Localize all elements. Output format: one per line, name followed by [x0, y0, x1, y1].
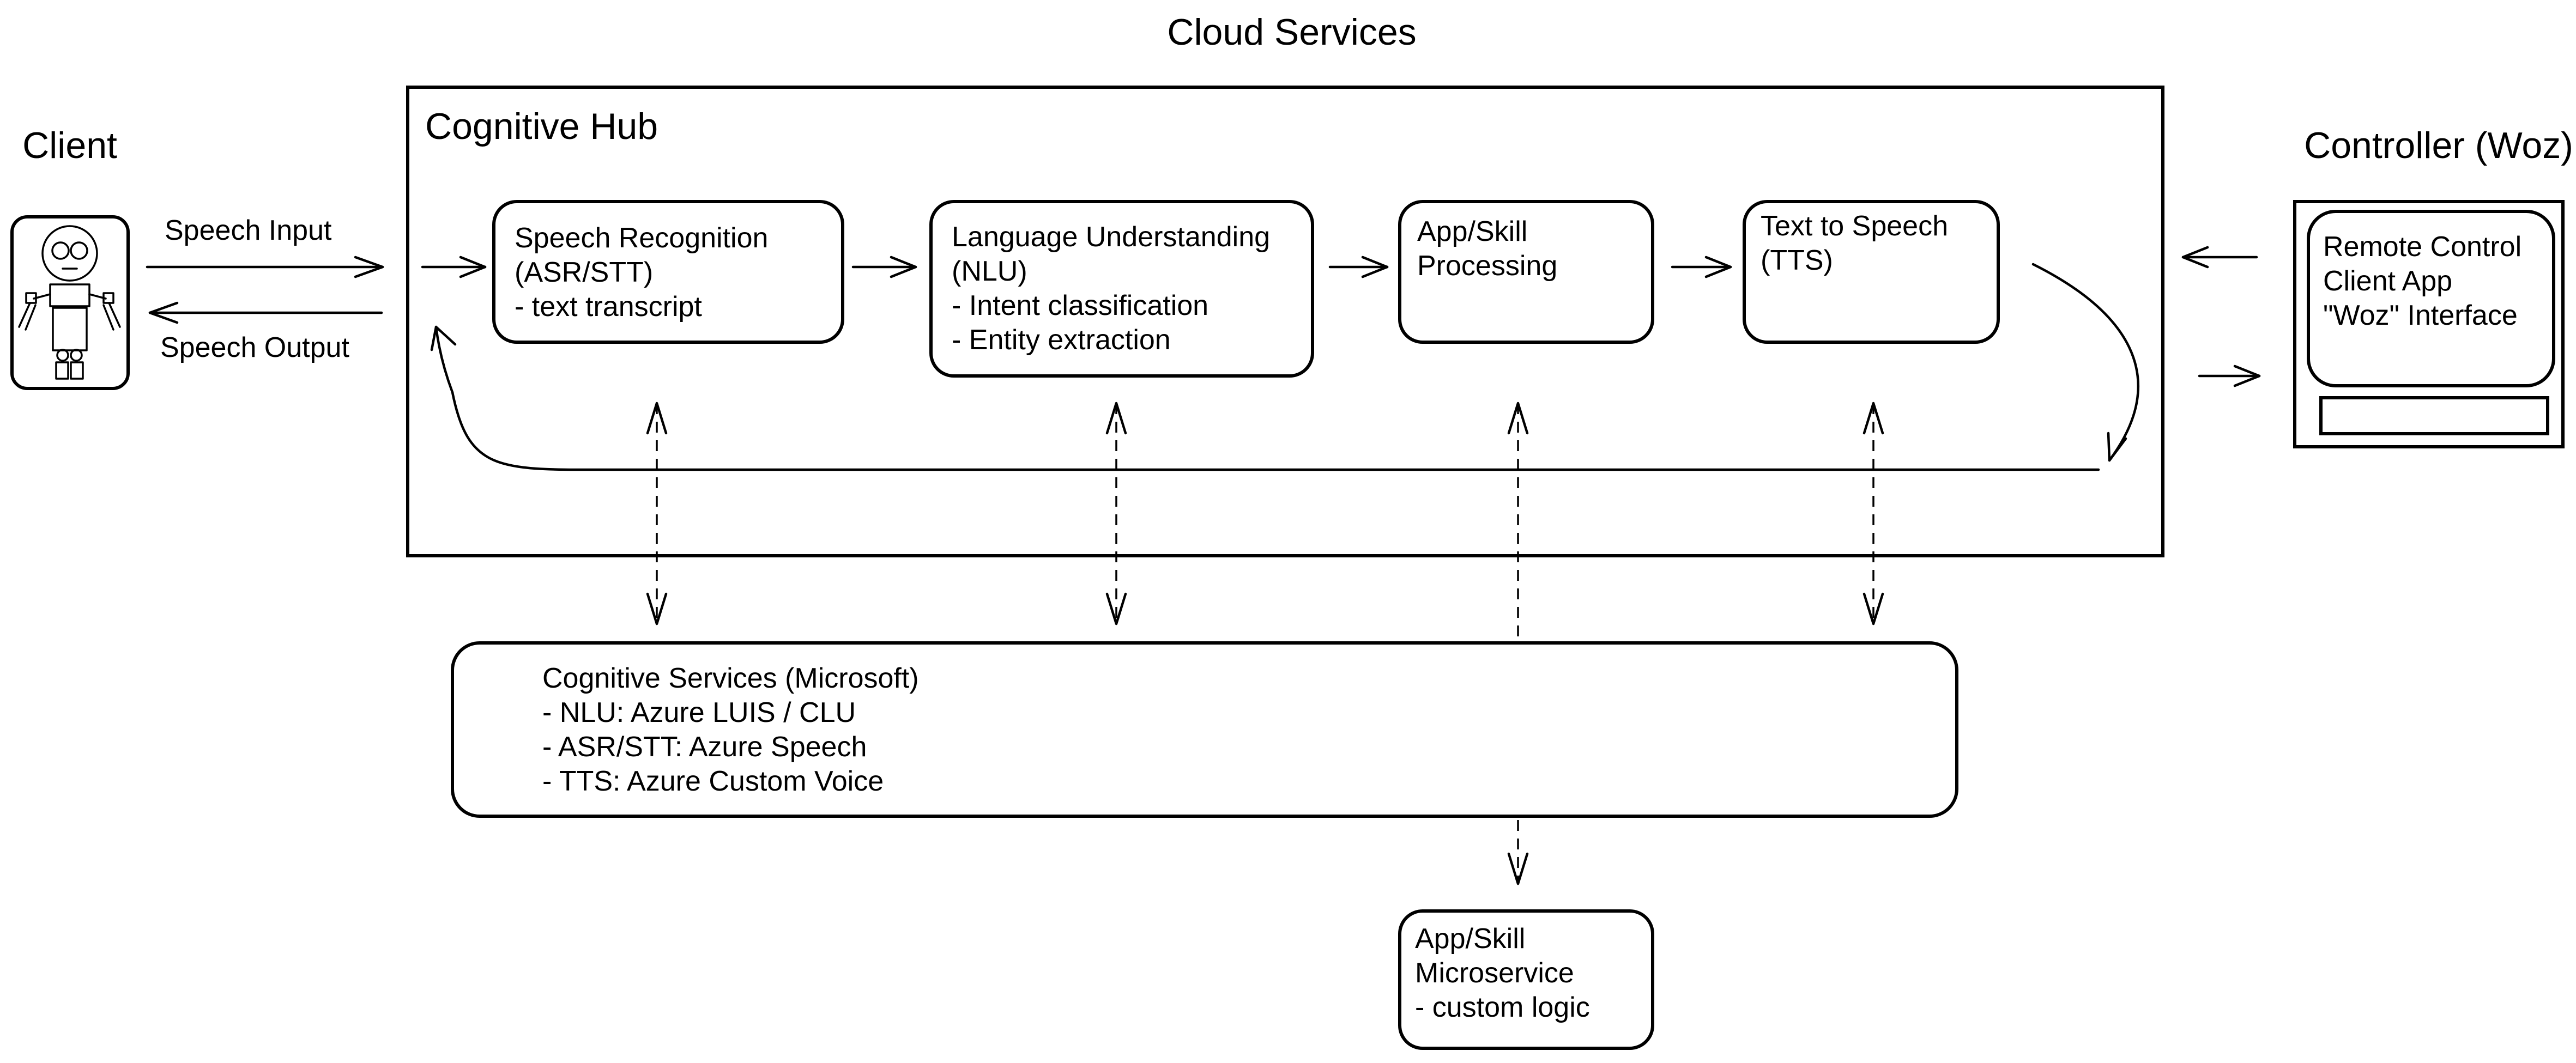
- nlu-line-3: - Intent classification: [952, 290, 1208, 321]
- tts-cs-dashed-link: [1863, 402, 1884, 625]
- asr-line-2: (ASR/STT): [515, 257, 653, 288]
- remote-line-4: "Woz" Interface: [2323, 300, 2518, 331]
- cs-line-1: Cognitive Services (Microsoft): [542, 663, 919, 694]
- microservice-node: App/Skill Microservice - custom logic: [1398, 909, 1654, 1050]
- cs-line-3: - ASR/STT: Azure Speech: [542, 731, 867, 763]
- speech-output-label: Speech Output: [160, 332, 349, 363]
- asr-cs-dashed-link: [646, 402, 668, 625]
- nlu-line-2: (NLU): [952, 256, 1027, 287]
- cs-line-4: - TTS: Azure Custom Voice: [542, 766, 884, 797]
- return-loop-arrow: [430, 263, 2139, 471]
- diagram-title: Cloud Services: [1167, 11, 1416, 53]
- app-microservice-dashed-link: [1507, 402, 1529, 885]
- client-device: [10, 215, 130, 390]
- nlu-node: Language Understanding (NLU) - Intent cl…: [929, 200, 1314, 378]
- ms-line-3: - custom logic: [1415, 992, 1590, 1023]
- app-line-2: Processing: [1417, 250, 1557, 282]
- app-processing-node: App/Skill Processing: [1398, 200, 1654, 344]
- remote-line-1: Remote Control: [2323, 231, 2521, 263]
- svg-text:Remote Control Client Ap: Remote Control Client App "Woz" Interfac…: [2323, 231, 2530, 331]
- ms-line-2: Microservice: [1415, 957, 1574, 989]
- svg-text:App/Skill Processing: App/Skill Processing: [1417, 216, 1557, 282]
- asr-line-1: Speech Recognition: [515, 222, 768, 254]
- woz-input-bar: [2319, 396, 2549, 435]
- controller-to-hub-arrow: [2181, 246, 2258, 269]
- asr-node: Speech Recognition (ASR/STT) - text tran…: [492, 200, 844, 344]
- ms-line-1: App/Skill: [1415, 923, 1525, 955]
- svg-text:Text to Speech (TTS): Text to Speech (TTS): [1761, 210, 1956, 276]
- tts-node: Text to Speech (TTS): [1743, 200, 2000, 344]
- remote-line-2: Client App: [2323, 265, 2452, 297]
- nlu-line-4: - Entity extraction: [952, 324, 1171, 356]
- client-device-frame: [10, 215, 130, 390]
- app-line-1: App/Skill: [1417, 216, 1527, 247]
- nlu-to-app-arrow: [1328, 256, 1389, 278]
- controller-device: Remote Control Client App "Woz" Interfac…: [2293, 200, 2565, 448]
- speech-input-arrow: [146, 256, 384, 278]
- cognitive-services-node: Cognitive Services (Microsoft) - NLU: Az…: [451, 641, 1958, 818]
- client-label: Client: [22, 125, 117, 166]
- speech-output-arrow: [148, 301, 383, 324]
- nlu-cs-dashed-link: [1105, 402, 1127, 625]
- cs-line-2: - NLU: Azure LUIS / CLU: [542, 697, 856, 728]
- svg-text:App/Skill Microservice: App/Skill Microservice - custom logic: [1415, 923, 1590, 1023]
- asr-to-nlu-arrow: [851, 256, 917, 278]
- asr-line-3: - text transcript: [515, 291, 702, 323]
- speech-input-label: Speech Input: [165, 215, 332, 246]
- svg-text:Language Understanding (: Language Understanding (NLU) - Intent cl…: [952, 221, 1278, 356]
- app-to-tts-arrow: [1671, 256, 1732, 278]
- tts-line-2: (TTS): [1761, 245, 1833, 276]
- cognitive-hub-label: Cognitive Hub: [425, 106, 658, 147]
- hub-to-controller-arrow: [2198, 365, 2261, 387]
- hub-entry-arrow: [421, 256, 487, 278]
- controller-label: Controller (Woz): [2304, 125, 2573, 166]
- nlu-line-1: Language Understanding: [952, 221, 1270, 253]
- svg-text:Speech Recognition (ASR/: Speech Recognition (ASR/STT) - text tran…: [515, 222, 776, 323]
- svg-text:Cognitive Services (Microsoft): Cognitive Services (Microsoft) - NLU: Az…: [542, 663, 927, 797]
- tts-line-1: Text to Speech: [1761, 210, 1948, 242]
- robot-icon: [18, 225, 121, 380]
